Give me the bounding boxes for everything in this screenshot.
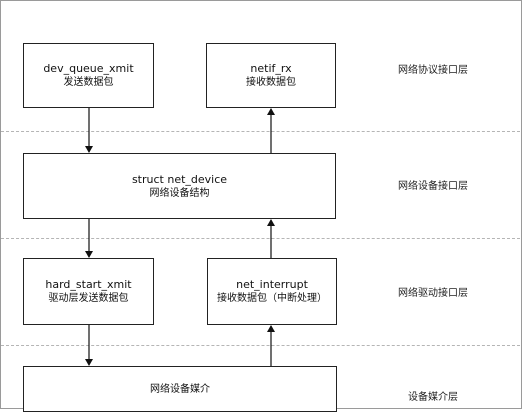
layer-label-protocol: 网络协议接口层 [398,65,468,76]
box-net-interrupt-subtitle: 接收数据包（中断处理） [217,293,327,304]
box-hard-start-xmit-title: hard_start_xmit [45,278,132,291]
box-net-device: struct net_device 网络设备结构 [23,153,336,219]
box-net-interrupt: net_interrupt 接收数据包（中断处理） [207,258,337,325]
layer-label-driver-interface: 网络驱动接口层 [398,288,468,299]
box-net-interrupt-title: net_interrupt [236,278,308,291]
box-device-media-title: 网络设备媒介 [150,383,210,395]
box-hard-start-xmit-subtitle: 驱动层发送数据包 [48,293,129,304]
box-netif-rx-title: netif_rx [250,62,292,75]
box-dev-queue-xmit: dev_queue_xmit 发送数据包 [23,43,154,108]
box-net-device-title: struct net_device [131,172,228,186]
box-net-device-subtitle: 网络设备结构 [149,187,210,199]
box-netif-rx: netif_rx 接收数据包 [206,43,336,108]
layer-divider-2 [1,238,520,239]
layer-divider-3 [1,345,520,346]
box-dev-queue-xmit-subtitle: 发送数据包 [63,77,114,88]
box-netif-rx-subtitle: 接收数据包 [246,77,296,88]
layer-label-media: 设备媒介层 [408,392,458,403]
box-dev-queue-xmit-title: dev_queue_xmit [43,62,134,75]
box-hard-start-xmit: hard_start_xmit 驱动层发送数据包 [23,258,154,325]
layer-divider-1 [1,131,520,132]
layer-label-device-interface: 网络设备接口层 [398,181,468,192]
box-device-media: 网络设备媒介 [23,366,337,412]
